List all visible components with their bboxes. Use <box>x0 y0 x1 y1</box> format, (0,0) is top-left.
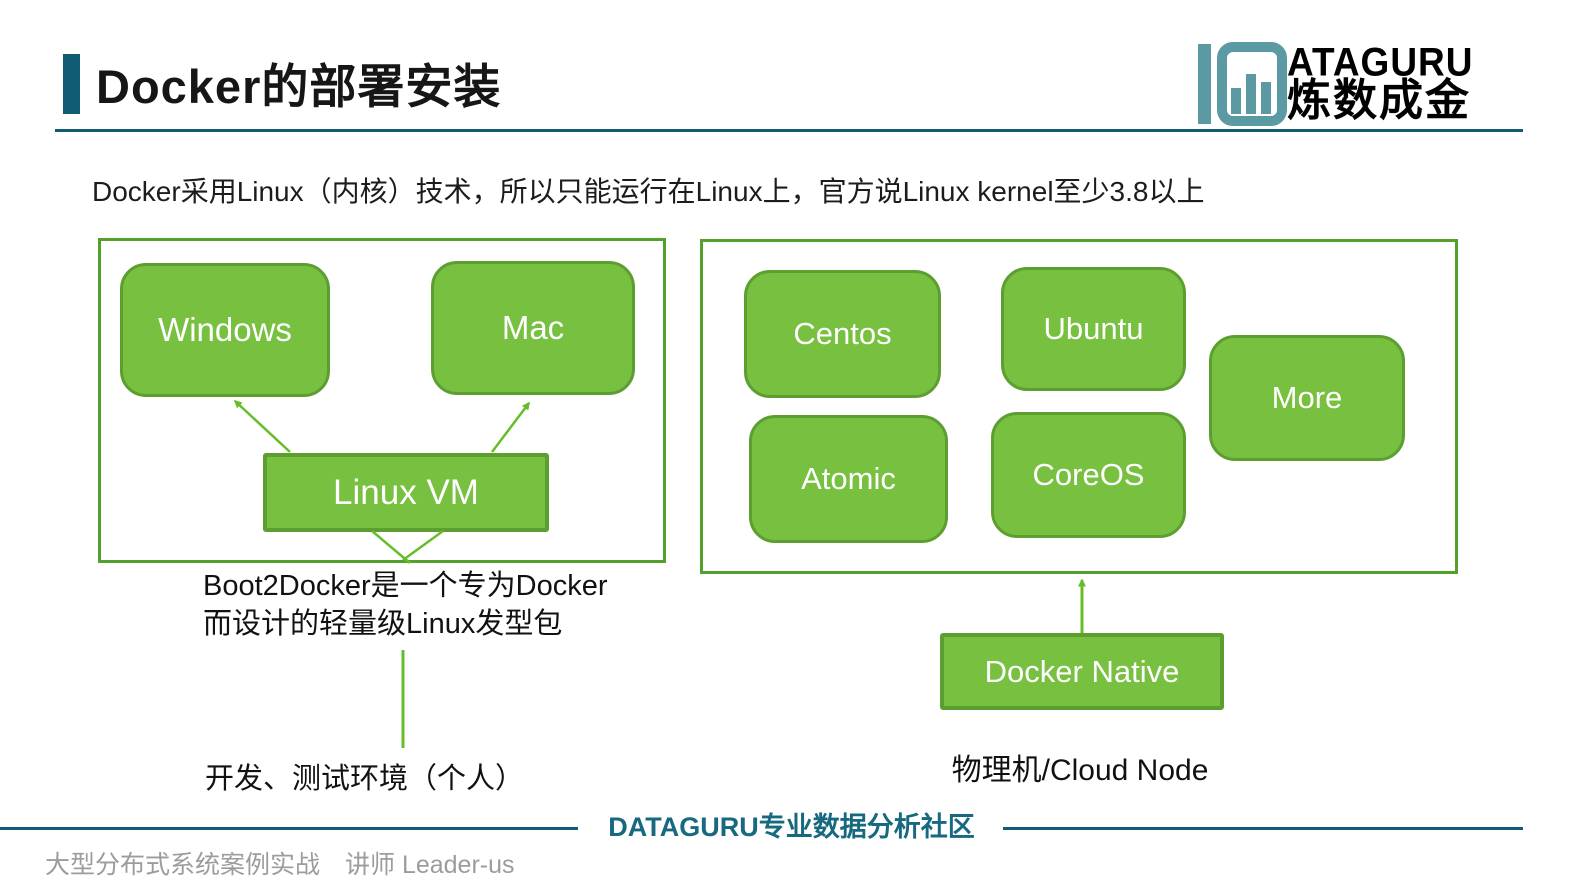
docker-native-node: Docker Native <box>940 633 1224 710</box>
boot2docker-caption: Boot2Docker是一个专为Docker 而设计的轻量级Linux发型包 <box>203 567 608 643</box>
bar-chart-d-icon <box>1198 42 1290 126</box>
footer-community-text: DATAGURU专业数据分析社区 <box>608 812 975 842</box>
coreos-node: CoreOS <box>991 412 1186 538</box>
boot2docker-caption-line1: Boot2Docker是一个专为Docker <box>203 570 608 602</box>
vm-panel: Windows Mac Linux VM <box>98 238 666 563</box>
dev-env-label: 开发、测试环境（个人） <box>205 763 525 795</box>
logo-latin-text: ATAGURU <box>1287 39 1474 85</box>
cloud-node-label: 物理机/Cloud Node <box>951 754 1209 787</box>
page-title: Docker的部署安装 <box>96 60 502 113</box>
footer-divider-left <box>0 827 578 830</box>
centos-node: Centos <box>744 270 941 398</box>
footer-divider-right <box>1003 827 1523 830</box>
windows-node: Windows <box>120 263 330 397</box>
more-node: More <box>1209 335 1405 461</box>
footer-course-text: 大型分布式系统案例实战 讲师 Leader-us <box>45 851 515 879</box>
header-divider <box>55 129 1523 132</box>
atomic-node: Atomic <box>749 415 948 543</box>
boot2docker-caption-line2: 而设计的轻量级Linux发型包 <box>203 608 563 640</box>
logo-chinese-text: 炼数成金 <box>1287 76 1471 125</box>
intro-text: Docker采用Linux（内核）技术，所以只能运行在Linux上，官方说Lin… <box>92 176 1205 207</box>
mac-node: Mac <box>431 261 635 395</box>
linux-vm-node: Linux VM <box>263 453 549 532</box>
dataguru-logo: ATAGURU 炼数成金 <box>1198 42 1474 126</box>
logo-text: ATAGURU 炼数成金 <box>1287 42 1474 123</box>
title-accent-bar <box>63 54 80 114</box>
ubuntu-node: Ubuntu <box>1001 267 1186 391</box>
native-panel: Centos Ubuntu More Atomic CoreOS <box>700 239 1458 574</box>
